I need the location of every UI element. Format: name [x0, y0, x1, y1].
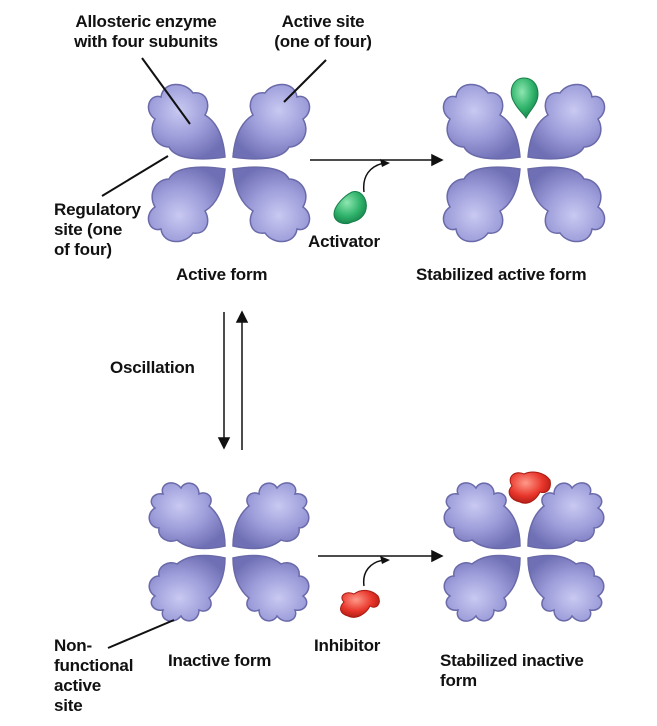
inhibitor-curved-arrowhead: [380, 556, 390, 564]
activation-arrow: [310, 153, 444, 167]
label-active-site-line2: (one of four): [274, 32, 372, 51]
label-nonfunctional-line1: Non-: [54, 636, 92, 655]
label-allosteric-line1: Allosteric enzyme: [75, 12, 217, 31]
active-form-enzyme: [147, 83, 311, 243]
label-stabilized-active-form: Stabilized active form: [416, 265, 587, 284]
inhibition-arrow: [318, 549, 444, 563]
activator-molecule-icon: [333, 191, 367, 225]
label-stabilized-inactive-form: Stabilized inactive form: [440, 651, 584, 691]
label-oscillation: Oscillation: [110, 358, 195, 377]
label-nonfunctional-line3: active: [54, 676, 102, 695]
label-regulatory-line1: Regulatory: [54, 200, 141, 219]
label-inhibitor: Inhibitor: [314, 636, 381, 655]
subunit-lower-left: [147, 166, 226, 243]
label-active-form: Active form: [176, 265, 268, 284]
activator-curved-arrowhead: [380, 159, 390, 167]
label-inactive-form: Inactive form: [168, 651, 272, 670]
label-active-site: Active site (one of four): [256, 12, 390, 52]
label-nonfunctional-line2: functional: [54, 656, 134, 675]
label-regulatory-line2: site (one: [54, 220, 123, 239]
label-allosteric-enzyme: Allosteric enzyme with four subunits: [48, 12, 244, 52]
label-stabilized-inactive-line1: Stabilized inactive: [440, 651, 584, 670]
inhibitor-molecule-icon: [340, 589, 380, 618]
inactive-form-enzyme: [148, 482, 310, 622]
pointer-allosteric: [141, 57, 191, 125]
label-regulatory-site: Regulatory site (one of four): [54, 200, 141, 260]
label-active-site-line1: Active site: [281, 12, 365, 31]
inhibitor-curved-arrow: [362, 559, 385, 587]
bound-activator-icon: [510, 77, 539, 120]
label-nonfunctional-line4: site: [54, 696, 83, 715]
subunit-upper-right: [232, 83, 311, 160]
pointer-regulatory: [101, 155, 169, 197]
subunit-upper-left: [147, 83, 226, 160]
activator-curved-arrow: [362, 162, 385, 193]
subunit-lower-right: [232, 166, 311, 243]
label-stabilized-inactive-line2: form: [440, 671, 477, 690]
oscillation-arrows: [217, 310, 249, 450]
label-activator: Activator: [308, 232, 380, 251]
label-regulatory-line3: of four): [54, 240, 112, 259]
label-allosteric-line2: with four subunits: [74, 32, 218, 51]
pointer-active-site: [283, 59, 327, 103]
bound-inhibitor-icon: [508, 471, 551, 504]
label-nonfunctional-site: Non- functional active site: [54, 636, 133, 716]
pointer-nonfunctional: [107, 619, 175, 649]
